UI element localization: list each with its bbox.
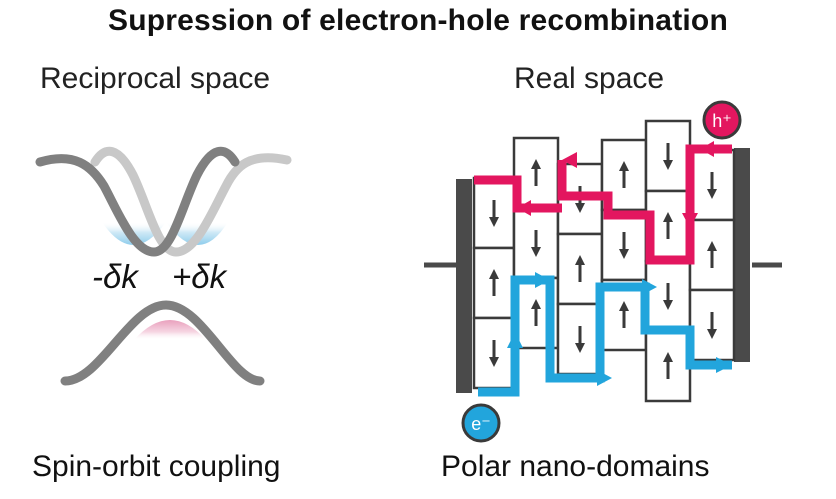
right-electrode — [734, 148, 750, 362]
electron-icon: e⁻ — [461, 403, 501, 443]
up-arrow-icon — [619, 161, 629, 188]
electron-path — [478, 275, 732, 397]
down-arrow-icon — [663, 143, 673, 170]
minus-delta-k-label: -δk — [92, 258, 138, 295]
down-arrow-icon — [707, 172, 717, 199]
down-arrow-icon — [707, 312, 717, 339]
up-arrow-icon — [663, 212, 673, 239]
up-arrow-icon — [663, 352, 673, 379]
valence-band — [60, 300, 265, 386]
hole-path — [557, 144, 732, 265]
real-space-heading: Real space — [514, 62, 665, 95]
up-arrow-icon — [489, 269, 499, 296]
electron-arrowhead — [507, 332, 523, 348]
hole-arrowhead — [562, 152, 577, 168]
hole-pocket — [134, 320, 206, 340]
figure-title: Supression of electron-hole recombinatio… — [108, 4, 728, 37]
band-diagram — [35, 146, 292, 386]
down-arrow-icon — [531, 230, 541, 257]
up-arrow-icon — [619, 301, 629, 328]
path-arrowheads — [507, 141, 732, 386]
hole-label: h⁺ — [712, 111, 732, 131]
hole-icon: h⁺ — [702, 100, 742, 140]
electron-arrowhead — [597, 370, 612, 386]
electron-label: e⁻ — [471, 414, 491, 434]
plus-delta-k-label: +δk — [172, 258, 227, 295]
down-arrow-icon — [619, 232, 629, 259]
domain-diagram: h⁺ e⁻ — [424, 100, 782, 443]
electron-arrowhead — [642, 279, 657, 295]
hole-arrowhead — [700, 141, 714, 157]
up-arrow-icon — [531, 299, 541, 326]
down-arrow-icon — [663, 283, 673, 310]
reciprocal-space-heading: Reciprocal space — [40, 62, 271, 95]
down-arrow-icon — [575, 326, 585, 353]
down-arrow-icon — [489, 200, 499, 227]
hole-path-tail — [474, 175, 562, 213]
electron-arrowhead — [716, 357, 732, 373]
electron-arrowhead — [535, 272, 550, 288]
hole-arrowhead — [682, 213, 698, 228]
left-electrode — [456, 179, 472, 393]
up-arrow-icon — [531, 159, 541, 186]
hole-arrowhead — [517, 200, 531, 216]
up-arrow-icon — [575, 255, 585, 282]
spin-orbit-caption: Spin-orbit coupling — [32, 450, 281, 483]
polar-nano-domains-caption: Polar nano-domains — [441, 450, 710, 483]
down-arrow-icon — [489, 340, 499, 367]
up-arrow-icon — [707, 241, 717, 268]
conduction-band-shifted — [90, 146, 292, 257]
polar-domain-grid — [472, 119, 736, 403]
conduction-band — [35, 146, 240, 257]
